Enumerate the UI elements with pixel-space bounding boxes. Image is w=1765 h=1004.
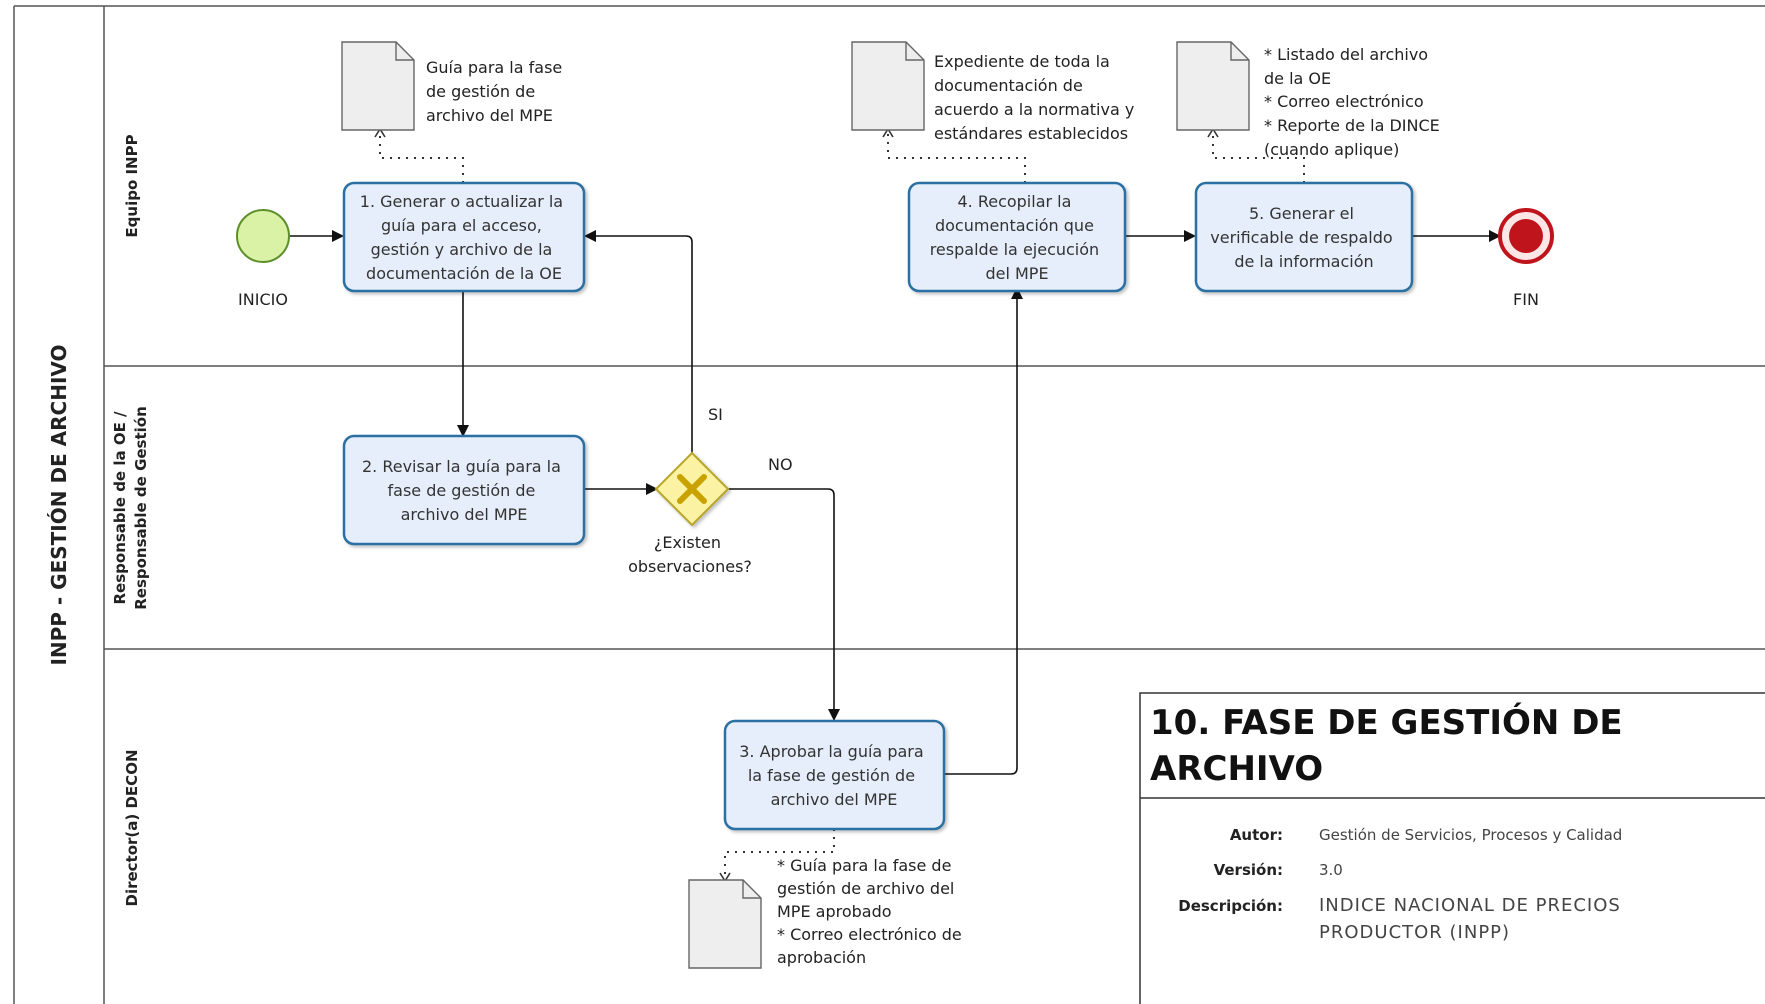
assoc-t1-to-n1 (374, 127, 464, 183)
document-icon (688, 879, 762, 969)
task-5-line: verificable de respaldo (1210, 228, 1392, 247)
task-1-line: guía para el acceso, (381, 216, 542, 235)
task-4-line: respalde la ejecución (930, 240, 1099, 259)
lane-title-responsable-line1: Responsable de la OE / (111, 411, 129, 605)
exclusive-gateway: ¿Existen observaciones? SI NO (628, 405, 792, 576)
svg-text:2. Revisar la guía para la: 2. Revisar la guía para la fase de gesti… (362, 457, 566, 524)
sequence-flows (290, 230, 1501, 775)
svg-text:3. Aprobar la guía para: 3. Aprobar la guía para la fase de gesti… (739, 742, 929, 809)
flow-gateway-no-to-t3 (727, 488, 840, 721)
task-5-line: 5. Generar el (1249, 204, 1354, 223)
note-5: * Listado del archivo de la OE * Correo … (1264, 45, 1445, 159)
lane-titles: Equipo INPP Responsable de la OE / Respo… (111, 134, 150, 906)
lane-title-responsable-line2: Responsable de Gestión (132, 406, 150, 610)
task-5-line: de la información (1234, 252, 1373, 271)
lane-title-equipo-inpp: Equipo INPP (123, 134, 141, 237)
task-4-line: del MPE (985, 264, 1048, 283)
gateway-yes-label: SI (708, 405, 723, 424)
author-value: Gestión de Servicios, Procesos y Calidad (1319, 826, 1622, 844)
pool: INPP - GESTIÓN DE ARCHIVO (13, 5, 1765, 1004)
task-2-line: fase de gestión de (388, 481, 536, 500)
start-label: INICIO (238, 290, 288, 309)
task-3-line: la fase de gestión de (748, 766, 915, 785)
note-3: * Guía para la fase de gestión de archiv… (777, 856, 967, 967)
description-key: Descripción: (1178, 897, 1283, 915)
info-title: 10. FASE DE GESTIÓN DE (1150, 702, 1623, 743)
gateway-label: observaciones? (628, 557, 752, 576)
svg-text:4. Recopilar la document: 4. Recopilar la documentación que respal… (930, 192, 1105, 283)
svg-text:1. Generar o actualizar la: 1. Generar o actualizar la guía para el … (360, 192, 568, 283)
task-4: 4. Recopilar la documentación que respal… (907, 181, 1127, 293)
svg-text:5. Generar el verificabl: 5. Generar el verificable de respaldo de… (1210, 204, 1397, 271)
task-1: 1. Generar o actualizar la guía para el … (342, 181, 586, 293)
svg-text:10. FASE DE GESTIÓN DE A: 10. FASE DE GESTIÓN DE ARCHIVO (1150, 702, 1635, 789)
task-1-line: gestión y archivo de la (371, 240, 553, 259)
document-icon (851, 41, 925, 131)
data-associations (374, 127, 1305, 883)
x-cross-icon (677, 474, 707, 504)
flow-t3-to-t4 (944, 287, 1023, 775)
description-value: INDICE NACIONAL DE PRECIOS (1319, 895, 1621, 916)
gateway-no-label: NO (768, 455, 793, 474)
task-4-line: documentación que (935, 216, 1094, 235)
task-3-line: 3. Aprobar la guía para (739, 742, 923, 761)
author-key: Autor: (1230, 826, 1283, 844)
task-1-line: documentación de la OE (366, 264, 562, 283)
pool-title: INPP - GESTIÓN DE ARCHIVO (47, 344, 71, 665)
task-2-line: 2. Revisar la guía para la (362, 457, 561, 476)
start-event: INICIO (236, 209, 290, 309)
document-icon (341, 41, 415, 131)
document-icon (1176, 41, 1250, 131)
assoc-t3-to-n3 (719, 829, 835, 883)
flow-gateway-si-to-t1 (584, 230, 693, 453)
task-1-line: 1. Generar o actualizar la (360, 192, 563, 211)
note-1: Guía para la fase de gestión de archivo … (426, 58, 567, 125)
gateway-label: ¿Existen (654, 533, 721, 552)
task-4-line: 4. Recopilar la (957, 192, 1071, 211)
end-event: FIN (1498, 208, 1554, 309)
task-2: 2. Revisar la guía para la fase de gesti… (342, 434, 586, 546)
task-2-line: archivo del MPE (401, 505, 528, 524)
task-5: 5. Generar el verificable de respaldo de… (1194, 181, 1414, 293)
description-value: PRODUCTOR (INPP) (1319, 922, 1510, 943)
version-key: Versión: (1214, 861, 1283, 879)
end-label: FIN (1513, 290, 1539, 309)
task-3-line: archivo del MPE (771, 790, 898, 809)
lane-title-director-decon: Director(a) DECON (123, 750, 141, 907)
svg-text:¿Existen observaciones?: ¿Existen observaciones? (628, 533, 752, 576)
info-title: ARCHIVO (1150, 749, 1323, 789)
task-3: 3. Aprobar la guía para la fase de gesti… (723, 719, 946, 831)
svg-text:INDICE NACIONAL DE PRECIOS: INDICE NACIONAL DE PRECIOS PRODUCTOR (IN… (1319, 895, 1628, 943)
data-objects (341, 41, 1250, 969)
version-value: 3.0 (1319, 861, 1343, 879)
info-box: 10. FASE DE GESTIÓN DE ARCHIVO Autor: Ge… (1139, 692, 1765, 1004)
note-4: Expediente de toda la documentación de a… (934, 52, 1139, 143)
assoc-t5-to-n5 (1207, 127, 1305, 183)
